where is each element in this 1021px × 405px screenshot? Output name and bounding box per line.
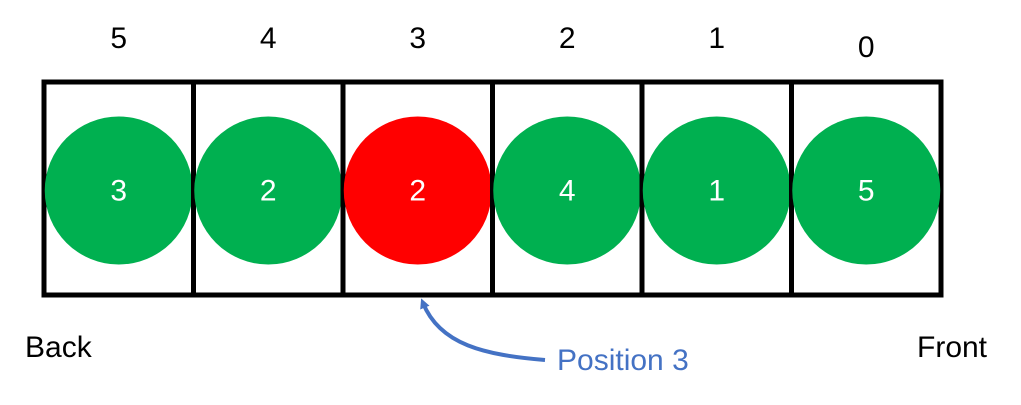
item-value: 2 [260, 175, 277, 208]
queue-cell: 4 [490, 79, 645, 298]
index-label: 0 [858, 31, 875, 64]
index-label: 3 [409, 22, 426, 55]
item-circle [44, 116, 193, 265]
item-value: 5 [858, 175, 875, 208]
index-label: 2 [559, 22, 576, 55]
pointer-label: Position 3 [557, 344, 689, 377]
item-circle [642, 116, 791, 265]
index-label: 1 [708, 22, 725, 55]
front-label: Front [917, 331, 988, 364]
pointer-arrow [420, 298, 546, 362]
item-circle [194, 116, 343, 265]
queue-cell: 5 [789, 79, 944, 298]
item-value: 3 [110, 175, 127, 208]
queue-cell: 3 [41, 79, 196, 298]
back-label: Back [25, 331, 93, 364]
queue-cell: 2 [191, 79, 346, 298]
queue-cell: 2 [340, 79, 495, 298]
index-label: 4 [260, 22, 277, 55]
item-value: 4 [559, 175, 576, 208]
index-label: 5 [110, 22, 127, 55]
item-circle [493, 116, 642, 265]
item-value: 1 [708, 175, 725, 208]
queue-cells: 3 2 2 4 1 5 [41, 79, 944, 298]
highlighted-item-circle [343, 116, 492, 265]
item-value: 2 [409, 175, 426, 208]
index-labels: 5 4 3 2 1 0 [110, 22, 874, 64]
queue-cell: 1 [639, 79, 794, 298]
item-circle [792, 116, 941, 265]
